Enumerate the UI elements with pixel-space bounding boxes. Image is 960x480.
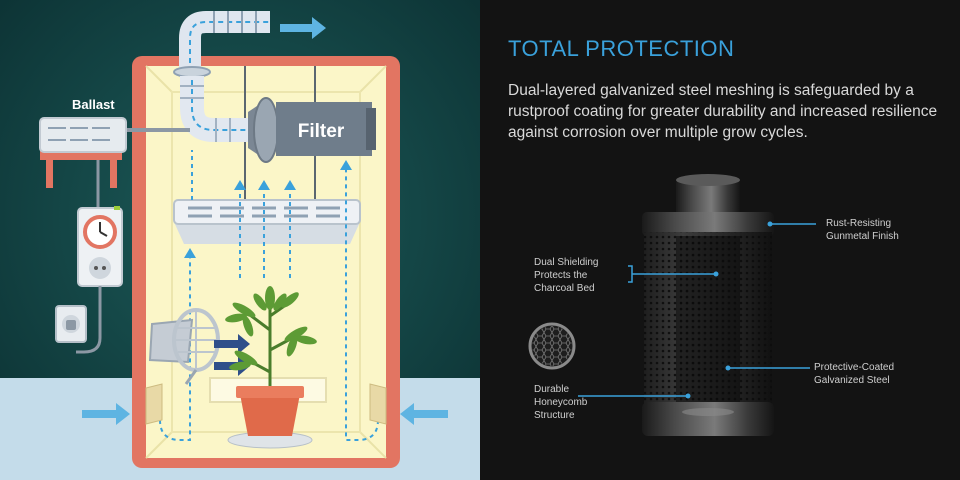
callout-galvanized-steel: Protective-Coated Galvanized Steel	[814, 362, 895, 386]
inner-duct	[180, 76, 248, 142]
callout-rust-resisting: Rust-Resisting Gunmetal Finish	[826, 218, 899, 242]
product-panel: TOTAL PROTECTION Dual-layered galvanized…	[480, 0, 960, 480]
callout-lines	[578, 223, 816, 397]
filter-label: Filter	[298, 121, 345, 142]
wall-outlet	[55, 305, 87, 343]
grow-light	[173, 199, 361, 244]
filter-bottom-cap	[642, 402, 774, 436]
intake-arrow-right	[400, 403, 448, 425]
grow-tent-illustration: Filter Ballast	[0, 0, 480, 480]
plant-pot	[227, 386, 313, 449]
timer	[77, 206, 123, 287]
exhaust-arrow	[280, 17, 326, 39]
ballast: Ballast	[39, 97, 127, 188]
airflow-arrowheads	[184, 160, 352, 258]
callout-honeycomb: Durable Honeycomb Structure	[534, 384, 588, 421]
ballast-label: Ballast	[72, 97, 115, 112]
cannabis-plant	[225, 286, 317, 390]
panel-title: TOTAL PROTECTION	[508, 36, 735, 61]
filter-top-cap	[642, 212, 774, 236]
carbon-filter: Filter	[248, 97, 376, 163]
callout-dots	[685, 221, 773, 399]
intake-arrow-left	[82, 403, 130, 425]
panel-description: Dual-layered galvanized steel meshing is…	[508, 82, 938, 141]
callout-dual-shielding: Dual Shielding Protects the Charcoal Bed	[534, 257, 599, 294]
intake-vent-left	[145, 383, 163, 425]
intake-vent-right	[369, 383, 387, 425]
filter-collar	[676, 178, 740, 218]
carbon-filter-product	[528, 174, 816, 436]
